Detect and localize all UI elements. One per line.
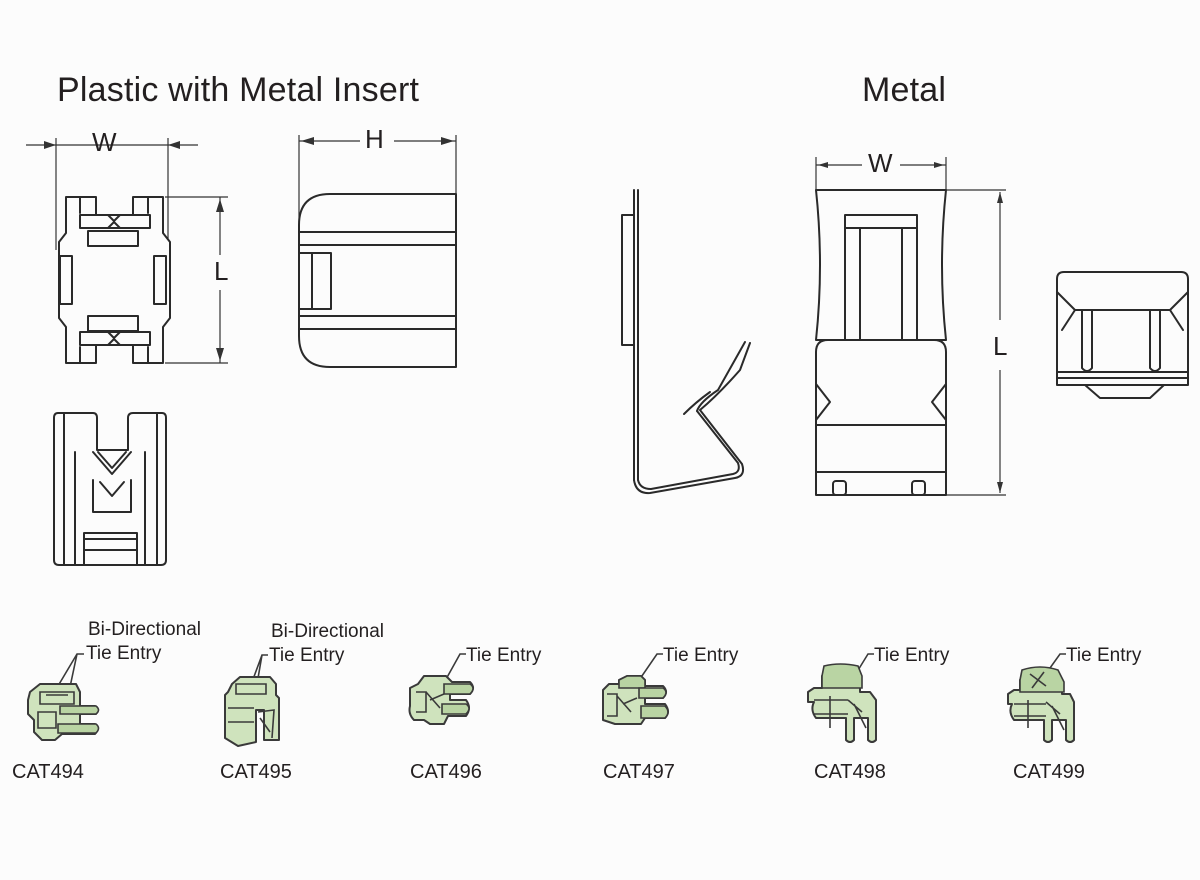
product-code: CAT499 — [1013, 761, 1085, 783]
product-cat497[interactable]: Tie Entry CAT497 — [595, 600, 795, 800]
callout-line2: Tie Entry — [874, 645, 950, 666]
product-code: CAT497 — [603, 761, 675, 783]
plastic-width-label: W — [92, 127, 117, 157]
metal-length-label: L — [993, 331, 1008, 361]
product-code: CAT494 — [12, 761, 84, 783]
product-cat496[interactable]: Tie Entry CAT496 — [400, 600, 600, 800]
callout-line2: Tie Entry — [1066, 645, 1142, 666]
product-cat495[interactable]: Bi-Directional Tie Entry CAT495 — [200, 600, 400, 800]
callout-line1: Bi-Directional — [271, 621, 384, 642]
plastic-width-dimension — [26, 138, 198, 250]
cat498-image — [807, 653, 877, 743]
plastic-length-label: L — [214, 256, 229, 286]
product-code: CAT495 — [220, 761, 292, 783]
product-cat494[interactable]: Bi-Directional Tie Entry CAT494 — [0, 600, 201, 800]
callout-line1: Bi-Directional — [88, 619, 201, 640]
cat499-image — [1007, 653, 1075, 743]
callout-line2: Tie Entry — [663, 645, 739, 666]
callout-line2: Tie Entry — [466, 645, 542, 666]
product-cat498[interactable]: Tie Entry CAT498 — [800, 600, 1000, 800]
plastic-side-view — [298, 193, 457, 368]
cat497-image — [602, 653, 669, 725]
product-code: CAT496 — [410, 761, 482, 783]
metal-width-dimension — [815, 157, 947, 190]
product-code: CAT498 — [814, 761, 886, 783]
callout-line2: Tie Entry — [269, 645, 345, 666]
metal-side-profile — [621, 189, 751, 495]
cat495-image — [224, 654, 280, 747]
plastic-end-view — [53, 412, 167, 566]
metal-width-label: W — [868, 148, 893, 178]
metal-front-view — [815, 189, 947, 496]
metal-section-title: Metal — [862, 71, 947, 109]
product-cat499[interactable]: Tie Entry CAT499 — [1000, 600, 1200, 800]
cat496-image — [408, 653, 474, 725]
plastic-length-dimension — [165, 196, 228, 364]
plastic-front-view — [58, 196, 171, 364]
metal-end-view — [1056, 271, 1189, 399]
metal-length-dimension — [946, 189, 1006, 496]
callout-line2: Tie Entry — [86, 643, 162, 664]
plastic-section-title: Plastic with Metal Insert — [57, 71, 420, 109]
plastic-height-dimension — [298, 135, 457, 255]
cat494-image — [27, 653, 100, 741]
plastic-height-label: H — [365, 124, 384, 154]
